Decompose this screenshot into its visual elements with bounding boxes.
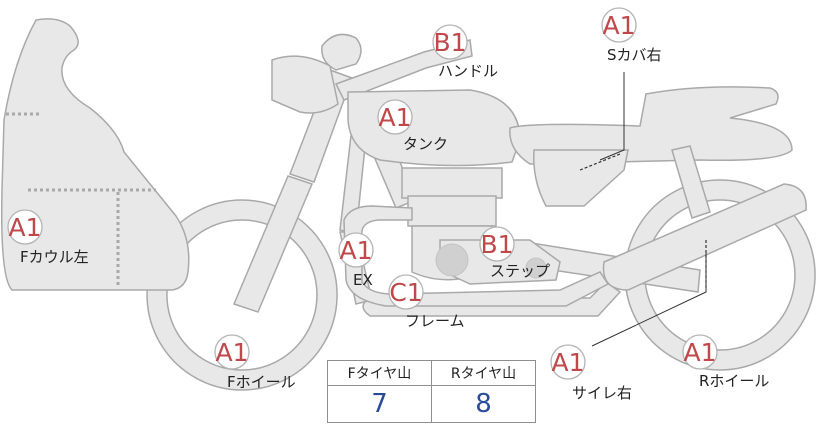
grade-badge-step: B1 <box>479 226 515 262</box>
grade-badge-r-wheel: A1 <box>682 334 718 370</box>
label-r-wheel: Rホイール <box>699 372 769 390</box>
seat <box>509 86 793 165</box>
svg-text:A1: A1 <box>8 213 41 242</box>
svg-text:A1: A1 <box>339 236 372 265</box>
grade-badge-side-right: A1 <box>550 344 586 380</box>
fuel-tank <box>347 89 521 167</box>
svg-text:A1: A1 <box>378 103 411 132</box>
label-step: ステップ <box>490 262 550 280</box>
rear-tire-header: Rタイヤ山 <box>431 360 536 386</box>
side-right-leader <box>591 250 707 347</box>
label-frame: フレーム <box>405 312 465 330</box>
grade-badge-s-cover-right: A1 <box>601 7 637 43</box>
tire-table-header-row: Fタイヤ山 Rタイヤ山 <box>327 360 536 386</box>
cowl-panel-line <box>6 112 156 286</box>
label-side-right: サイレ右 <box>572 384 632 402</box>
svg-text:B1: B1 <box>433 28 466 57</box>
label-f-wheel: Fホイール <box>227 373 296 391</box>
rear-shock <box>671 145 711 219</box>
svg-text:A1: A1 <box>683 338 716 367</box>
front-fork <box>232 175 314 313</box>
s-cover-leader-dash <box>579 153 621 171</box>
svg-text:C1: C1 <box>389 278 422 307</box>
grade-badge-frame: C1 <box>388 274 424 310</box>
grade-badge-f-cowl-left: A1 <box>7 209 43 245</box>
front-tire-header: Fタイヤ山 <box>327 360 432 386</box>
label-handle: ハンドル <box>438 62 498 80</box>
engine <box>401 167 561 285</box>
svg-text:B1: B1 <box>480 230 513 259</box>
front-tire-value: 7 <box>327 385 432 423</box>
svg-text:A1: A1 <box>215 338 248 367</box>
grade-badge-tank: A1 <box>377 99 413 135</box>
upper-cowl <box>271 55 339 114</box>
grade-badge-ex: A1 <box>338 232 374 268</box>
label-ex: EX <box>353 271 373 289</box>
svg-text:A1: A1 <box>551 348 584 377</box>
handlebar <box>334 39 473 101</box>
front-cowl <box>0 18 190 291</box>
s-cover-leader <box>599 72 625 161</box>
exhaust-pipe <box>343 205 610 307</box>
label-tank: タンク <box>403 135 448 153</box>
meter <box>321 33 362 71</box>
label-s-cover-right: Sカバ右 <box>607 46 662 64</box>
grade-badge-handle: B1 <box>432 24 468 60</box>
side-cover <box>533 149 629 207</box>
rear-tire-value: 8 <box>431 385 536 423</box>
label-f-cowl-left: Fカウル左 <box>20 248 89 266</box>
tire-table-value-row: 7 8 <box>327 385 536 423</box>
grade-badge-f-wheel: A1 <box>214 334 250 370</box>
tire-tread-table: Fタイヤ山 Rタイヤ山 7 8 <box>327 360 536 423</box>
svg-text:A1: A1 <box>602 11 635 40</box>
muffler <box>602 183 807 291</box>
